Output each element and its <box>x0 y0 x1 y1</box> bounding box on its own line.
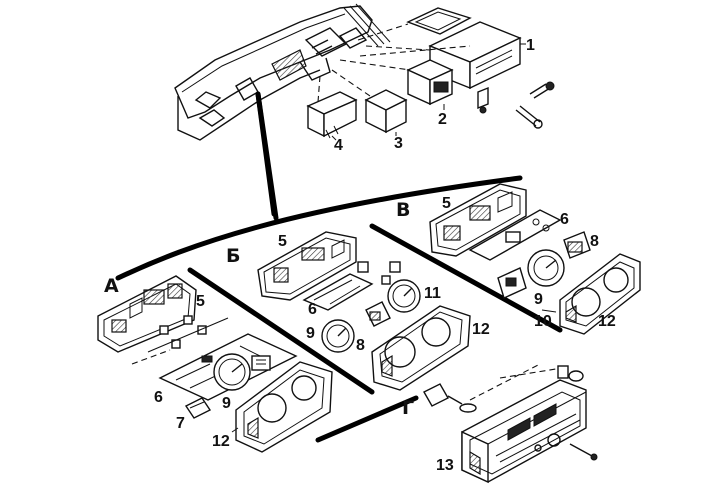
callout-v-5: 5 <box>442 195 451 212</box>
callout-v-9: 9 <box>534 291 543 308</box>
callout-a-6: 6 <box>154 389 163 406</box>
component-4-module <box>306 91 358 139</box>
dashboard-outline <box>174 3 391 141</box>
section-v-label: В <box>396 199 410 221</box>
callout-v-12: 12 <box>598 313 616 330</box>
callout-a-9: 9 <box>222 395 231 412</box>
section-g-label: Г <box>402 397 414 419</box>
callout-labels: 1 2 3 4 5 6 7 9 12 5 6 8 9 11 12 5 6 8 9… <box>154 37 616 474</box>
dashboard-connector <box>255 91 279 221</box>
section-labels: А Б В Г <box>104 199 414 419</box>
section-v-parts <box>429 183 641 335</box>
section-b-parts <box>257 231 471 391</box>
callout-a-5: 5 <box>196 293 205 310</box>
callout-g-13: 13 <box>436 457 454 474</box>
section-a-label: А <box>104 275 119 297</box>
component-3-relay <box>364 89 408 134</box>
callout-b-9: 9 <box>306 325 315 342</box>
callout-2: 2 <box>438 111 447 128</box>
component-1-radio-unit <box>406 7 555 129</box>
callout-b-5: 5 <box>278 233 287 250</box>
component-2-clock <box>406 59 454 106</box>
callout-a-7: 7 <box>176 415 185 432</box>
callout-v-10: 10 <box>534 313 552 330</box>
callout-b-12: 12 <box>472 321 490 338</box>
section-b-label: Б <box>226 245 240 267</box>
callout-b-8: 8 <box>356 337 365 354</box>
callout-3: 3 <box>394 135 403 152</box>
section-a-parts <box>97 275 333 453</box>
callout-1: 1 <box>526 37 535 54</box>
callout-a-12: 12 <box>212 433 230 450</box>
callout-v-6: 6 <box>560 211 569 228</box>
callout-4: 4 <box>334 137 343 154</box>
top-leader-lines <box>317 23 471 103</box>
section-dividers <box>115 175 563 443</box>
callout-b-11: 11 <box>424 285 441 302</box>
callout-b-6: 6 <box>308 301 317 318</box>
top-callout-leaders <box>331 43 526 141</box>
section-g-parts <box>423 363 598 484</box>
callout-v-8: 8 <box>590 233 599 250</box>
